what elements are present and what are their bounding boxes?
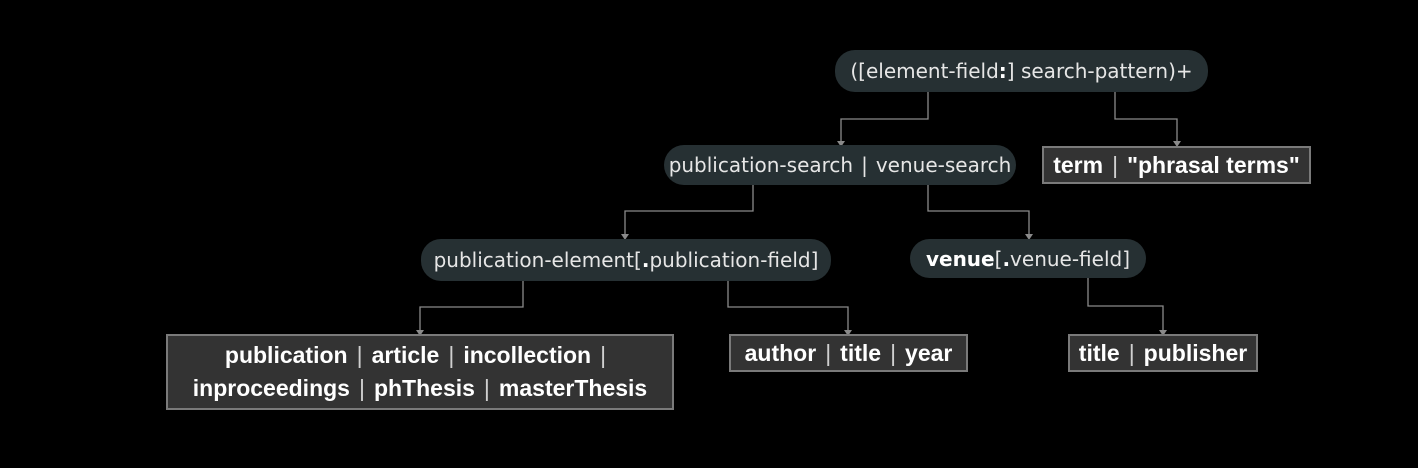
- root-open: ([: [850, 59, 866, 83]
- publication-type-separator: |: [356, 342, 363, 368]
- publication-type-incollection: incollection: [463, 342, 592, 368]
- publication-element-dot: .: [641, 248, 650, 272]
- publication-type-separator: |: [358, 375, 365, 401]
- publication-field-label: publication-field: [649, 248, 811, 272]
- venue-field-label: venue-field: [1010, 246, 1123, 271]
- root-colon: :: [998, 59, 1007, 83]
- publication-field-separator: |: [890, 339, 897, 366]
- publication-fields-box: author | title | year: [729, 334, 968, 372]
- arrowhead: [416, 330, 424, 336]
- arrowhead: [844, 330, 852, 336]
- connector-search-to-pub-element: [624, 184, 754, 234]
- venue-field-separator: |: [1128, 339, 1135, 366]
- publication-type-article: article: [371, 342, 440, 368]
- term-separator: |: [1112, 151, 1119, 178]
- publication-type-publication: publication: [224, 342, 348, 368]
- connector-root-to-term: [1114, 92, 1178, 141]
- arrowhead: [1173, 141, 1181, 147]
- venue-label: venue: [925, 246, 995, 271]
- arrowhead: [1025, 234, 1033, 240]
- publication-element-node: publication-element[.publication-field]: [421, 239, 831, 281]
- publication-type-phthesis: phThesis: [373, 375, 475, 401]
- publication-search-label: publication-search: [668, 153, 854, 177]
- publication-element-label: publication-element: [433, 248, 635, 272]
- term-label: term: [1053, 151, 1104, 178]
- publication-types-line-1: publication | article | incollection |: [225, 339, 615, 372]
- connector-search-to-venue: [927, 184, 1030, 234]
- publication-type-masterthesis: masterThesis: [498, 375, 648, 401]
- venue-search-label: venue-search: [875, 153, 1012, 177]
- root-rest: ] search-pattern)+: [1006, 59, 1193, 83]
- arrowhead: [837, 141, 845, 147]
- connector-venue-to-fields: [1087, 278, 1164, 330]
- arrowhead: [1159, 330, 1167, 336]
- search-type-node: publication-search | venue-search: [664, 145, 1016, 185]
- publication-type-separator: |: [483, 375, 490, 401]
- publication-type-inproceedings: inproceedings: [192, 375, 350, 401]
- publication-field-title: title: [840, 339, 882, 366]
- publication-element-close: ]: [810, 248, 819, 272]
- connector-root-to-search: [840, 92, 929, 141]
- publication-field-separator: |: [825, 339, 832, 366]
- venue-element-dot: .: [1002, 246, 1011, 271]
- publication-field-author: author: [744, 339, 817, 366]
- venue-element-node: venue[.venue-field]: [910, 239, 1146, 278]
- publication-element-open: [: [634, 248, 642, 272]
- term-box: term | "phrasal terms": [1042, 146, 1311, 184]
- publication-type-separator: |: [600, 342, 607, 368]
- venue-element-open: [: [994, 246, 1003, 271]
- venue-fields-box: title | publisher: [1068, 334, 1258, 372]
- phrasal-terms-label: "phrasal terms": [1127, 151, 1300, 178]
- publication-type-separator: |: [448, 342, 455, 368]
- venue-field-title: title: [1078, 339, 1120, 366]
- connector-pub-element-to-types: [419, 281, 524, 330]
- publication-types-line-2: inproceedings | phThesis | masterThesis: [193, 372, 647, 405]
- publication-field-year: year: [905, 339, 953, 366]
- venue-element-close: ]: [1122, 246, 1131, 271]
- root-element-field: element-field: [865, 59, 999, 83]
- search-separator: |: [861, 153, 868, 177]
- arrowhead: [621, 234, 629, 240]
- venue-field-publisher: publisher: [1143, 339, 1248, 366]
- root-search-pattern-node: ([element-field:] search-pattern)+: [835, 50, 1208, 92]
- connector-pub-element-to-fields: [727, 281, 849, 330]
- publication-types-box: publication|article|incollection| inproc…: [166, 334, 674, 410]
